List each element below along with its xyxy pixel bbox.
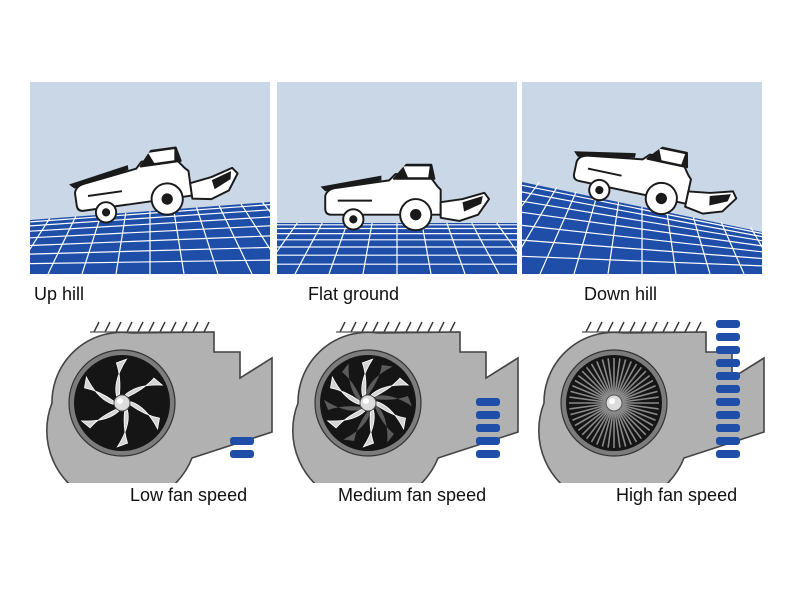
terrain-label-downhill: Down hill: [584, 284, 658, 304]
airflow-indicator-bar: [476, 411, 500, 419]
airflow-indicator-bar: [716, 411, 740, 419]
fan-blade: [130, 401, 160, 431]
airflow-indicator-bar: [716, 333, 740, 341]
fan-blade: [361, 358, 374, 397]
airflow-indicator-bar: [716, 424, 740, 432]
airflow-indicator-bar: [476, 437, 500, 445]
fan-blade: [116, 409, 129, 448]
fan-diagram-medium: [288, 318, 528, 483]
airflow-indicator-bar: [716, 450, 740, 458]
airflow-indicator-bar: [716, 437, 740, 445]
fan-blade: [84, 375, 114, 405]
airflow-indicator-bar: [230, 437, 254, 445]
terrain-panel-uphill: [30, 82, 270, 274]
combine-harvester-icon: [572, 146, 738, 216]
airflow-indicator-bar: [476, 398, 500, 406]
airflow-indicator-bar: [716, 372, 740, 380]
combine-harvester-icon: [69, 146, 239, 224]
fan-blade: [115, 358, 128, 397]
combine-harvester-icon: [320, 163, 491, 232]
airflow-indicator-bar: [476, 450, 500, 458]
terrain-label-flat: Flat ground: [308, 284, 400, 304]
airflow-indicator-bar: [230, 450, 254, 458]
fan-blade: [80, 409, 120, 429]
fan-diagram-low: [42, 318, 282, 483]
fan-blade: [330, 375, 360, 405]
fan-label-medium: Medium fan speed: [338, 485, 487, 505]
fan-diagram-high: [534, 318, 774, 483]
terrain-label-uphill: Up hill: [34, 284, 85, 304]
airflow-indicator-bar: [716, 320, 740, 328]
fan-blade: [124, 377, 164, 397]
fan-blade: [370, 377, 410, 397]
terrain-panel-flat: [277, 82, 517, 274]
fan-label-low: Low fan speed: [130, 485, 248, 505]
fan-blade: [362, 409, 375, 448]
fan-blade: [326, 409, 366, 429]
airflow-indicator-bar: [716, 359, 740, 367]
terrain-panel-downhill: [522, 82, 762, 274]
airflow-indicator-bar: [476, 424, 500, 432]
fan-blade: [376, 401, 406, 431]
airflow-indicator-bar: [716, 346, 740, 354]
fan-label-high: High fan speed: [616, 485, 738, 505]
airflow-indicator-bar: [716, 398, 740, 406]
airflow-indicator-bar: [716, 385, 740, 393]
